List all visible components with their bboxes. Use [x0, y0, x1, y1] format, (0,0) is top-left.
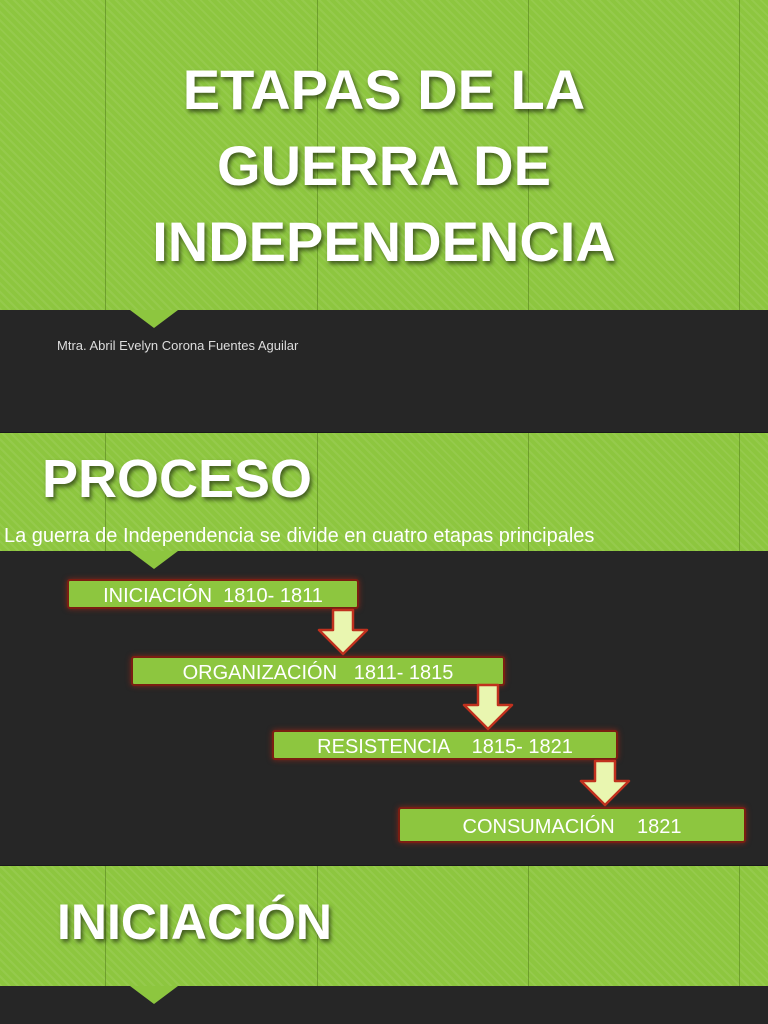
- stage-iniciacion: INICIACIÓN 1810- 1811: [67, 579, 359, 609]
- iniciacion-title: INICIACIÓN: [57, 894, 332, 950]
- slide-proceso: PROCESO La guerra de Independencia se di…: [0, 433, 768, 865]
- header-notch: [130, 310, 178, 328]
- main-title: ETAPAS DE LA GUERRA DE INDEPENDENCIA: [0, 52, 768, 280]
- stage-resistencia: RESISTENCIA 1815- 1821: [272, 730, 618, 760]
- down-arrow-icon: [579, 759, 631, 807]
- header-notch: [130, 551, 178, 569]
- stage-organizacion: ORGANIZACIÓN 1811- 1815: [131, 656, 505, 686]
- down-arrow-icon: [462, 683, 514, 731]
- slide-iniciacion-header: [0, 866, 768, 986]
- author-name: Mtra. Abril Evelyn Corona Fuentes Aguila…: [57, 338, 299, 353]
- proceso-title: PROCESO: [42, 449, 313, 509]
- slide-proceso-header: [0, 433, 768, 551]
- proceso-subtitle: La guerra de Independencia se divide en …: [4, 525, 595, 547]
- slide-iniciacion-body: [0, 986, 768, 1024]
- down-arrow-icon: [317, 608, 369, 656]
- main-title-line-2: GUERRA DE: [217, 134, 551, 197]
- header-notch: [130, 986, 178, 1004]
- slide-iniciacion: INICIACIÓN: [0, 866, 768, 1024]
- main-title-line-3: INDEPENDENCIA: [152, 210, 616, 273]
- stage-consumacion: CONSUMACIÓN 1821: [398, 807, 746, 843]
- slide-title: ETAPAS DE LA GUERRA DE INDEPENDENCIA Mtr…: [0, 0, 768, 432]
- slide-title-body: Mtra. Abril Evelyn Corona Fuentes Aguila…: [0, 310, 768, 432]
- slide-title-header: [0, 0, 768, 310]
- main-title-line-1: ETAPAS DE LA: [182, 58, 586, 121]
